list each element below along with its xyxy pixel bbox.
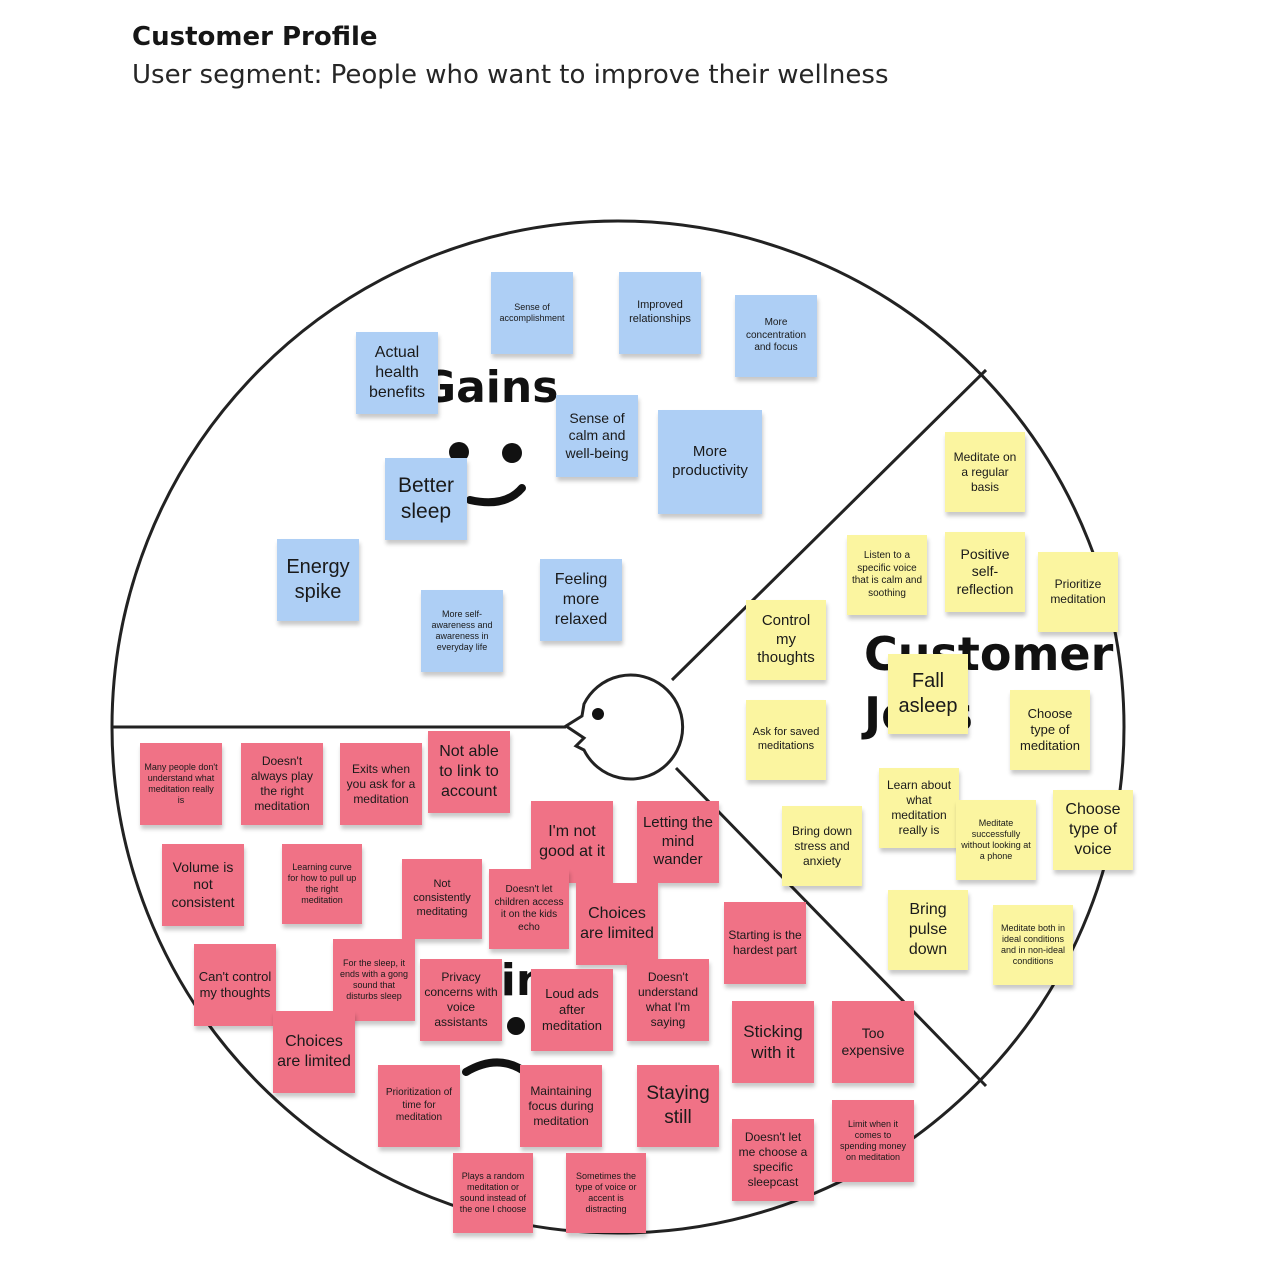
- page-title: Customer Profile: [132, 22, 378, 52]
- pain-note[interactable]: Many people don't understand what medita…: [140, 743, 222, 825]
- job-note[interactable]: Prioritize meditation: [1038, 552, 1118, 632]
- pain-note[interactable]: Loud ads after meditation: [531, 969, 613, 1051]
- pain-note[interactable]: Doesn't let children access it on the ki…: [489, 869, 569, 949]
- gains-zone-label: Gains: [420, 362, 559, 413]
- job-note[interactable]: Listen to a specific voice that is calm …: [847, 535, 927, 615]
- pain-note[interactable]: Plays a random meditation or sound inste…: [453, 1153, 533, 1233]
- divider-upper-right: [670, 368, 988, 682]
- job-note[interactable]: Learn about what meditation really is: [879, 768, 959, 848]
- gain-note[interactable]: Sense of calm and well-being: [556, 395, 638, 477]
- page-subtitle: User segment: People who want to improve…: [132, 60, 889, 90]
- pain-note[interactable]: Sticking with it: [732, 1001, 814, 1083]
- pain-note[interactable]: Choices are limited: [273, 1011, 355, 1093]
- pain-note[interactable]: Exits when you ask for a meditation: [340, 743, 422, 825]
- pain-note[interactable]: Prioritization of time for meditation: [378, 1065, 460, 1147]
- job-note[interactable]: Choose type of voice: [1053, 790, 1133, 870]
- job-note[interactable]: Control my thoughts: [746, 600, 826, 680]
- pain-note[interactable]: Doesn't always play the right meditation: [241, 743, 323, 825]
- job-note[interactable]: Fall asleep: [888, 654, 968, 734]
- gain-note[interactable]: Improved relationships: [619, 272, 701, 354]
- smiley-face-icon: [449, 442, 526, 507]
- job-note[interactable]: Meditate on a regular basis: [945, 432, 1025, 512]
- job-note[interactable]: Bring down stress and anxiety: [782, 806, 862, 886]
- job-note[interactable]: Ask for saved meditations: [746, 700, 826, 780]
- gain-note[interactable]: Sense of accomplishment: [491, 272, 573, 354]
- pain-note[interactable]: Doesn't understand what I'm saying: [627, 959, 709, 1041]
- pain-note[interactable]: Letting the mind wander: [637, 801, 719, 883]
- job-note[interactable]: Bring pulse down: [888, 890, 968, 970]
- pain-note[interactable]: Volume is not consistent: [162, 844, 244, 926]
- pain-note[interactable]: Privacy concerns with voice assistants: [420, 959, 502, 1041]
- gain-note[interactable]: Better sleep: [385, 458, 467, 540]
- pain-note[interactable]: Too expensive: [832, 1001, 914, 1083]
- pain-note[interactable]: Limit when it comes to spending money on…: [832, 1100, 914, 1182]
- pain-note[interactable]: Sometimes the type of voice or accent is…: [566, 1153, 646, 1233]
- pain-note[interactable]: Can't control my thoughts: [194, 944, 276, 1026]
- pain-note[interactable]: Staying still: [637, 1065, 719, 1147]
- pain-note[interactable]: For the sleep, it ends with a gong sound…: [333, 939, 415, 1021]
- job-note[interactable]: Meditate successfully without looking at…: [956, 800, 1036, 880]
- gain-note[interactable]: More self-awareness and awareness in eve…: [421, 590, 503, 672]
- gain-note[interactable]: More productivity: [658, 410, 762, 514]
- job-note[interactable]: Meditate both in ideal conditions and in…: [993, 905, 1073, 985]
- gain-note[interactable]: More concentration and focus: [735, 295, 817, 377]
- divider-lower-right: [674, 766, 988, 1088]
- job-note[interactable]: Choose type of meditation: [1010, 690, 1090, 770]
- pain-note[interactable]: Maintaining focus during meditation: [520, 1065, 602, 1147]
- gain-note[interactable]: Energy spike: [277, 539, 359, 621]
- gain-note[interactable]: Feeling more relaxed: [540, 559, 622, 641]
- gain-note[interactable]: Actual health benefits: [356, 332, 438, 414]
- pain-note[interactable]: Choices are limited: [576, 883, 658, 965]
- job-note[interactable]: Positive self-reflection: [945, 532, 1025, 612]
- pain-note[interactable]: Not able to link to account: [428, 731, 510, 813]
- customer-head-icon: [563, 673, 685, 781]
- pain-note[interactable]: Not consistently meditating: [402, 859, 482, 939]
- pain-note[interactable]: Starting is the hardest part: [724, 902, 806, 984]
- pain-note[interactable]: Doesn't let me choose a specific sleepca…: [732, 1119, 814, 1201]
- pain-note[interactable]: Learning curve for how to pull up the ri…: [282, 844, 362, 924]
